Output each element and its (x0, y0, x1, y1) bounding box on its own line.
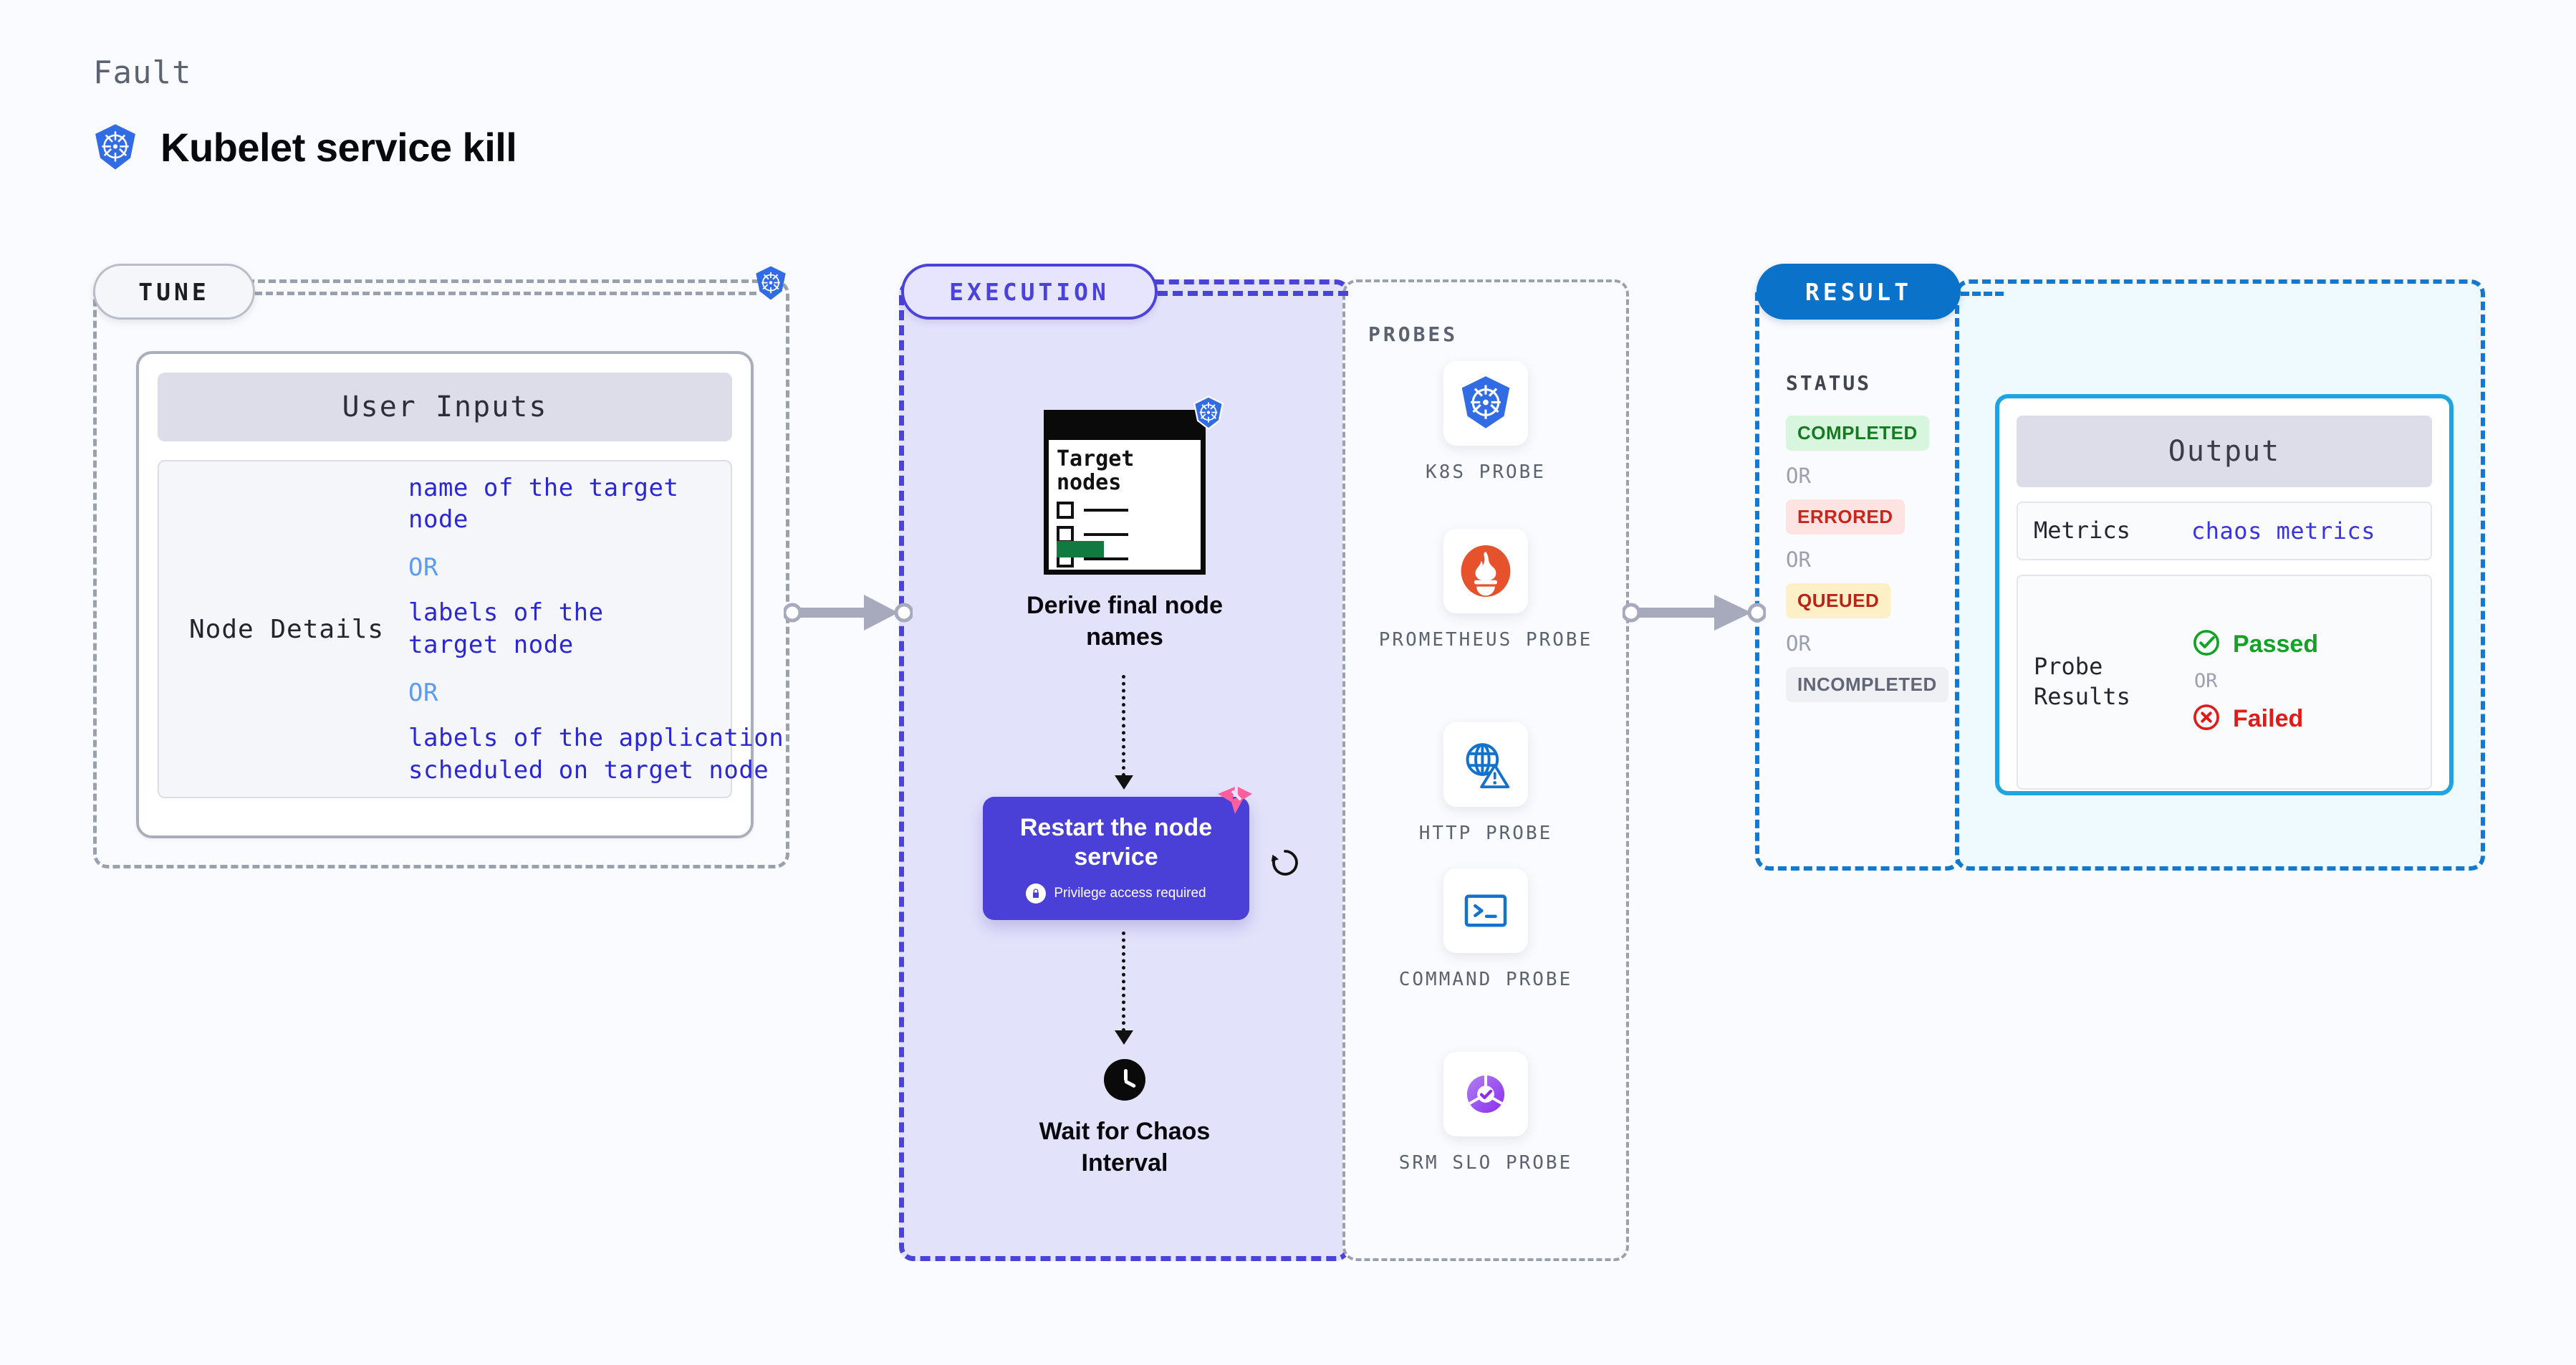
page-title-text: Kubelet service kill (160, 124, 517, 170)
output-card: Output Metrics chaos metrics Probe Resul… (1995, 394, 2454, 795)
probe-label: COMMAND PROBE (1398, 969, 1573, 990)
status-list: COMPLETED OR ERRORED OR QUEUED OR INCOMP… (1786, 416, 1951, 702)
privilege-note: Privilege access required (1026, 883, 1206, 904)
failed-label: Failed (2233, 705, 2304, 733)
flow-connector-2 (1122, 931, 1125, 1032)
metrics-key: Metrics (2034, 517, 2130, 544)
or-label: OR (1786, 547, 1811, 572)
flow-arrowhead-1 (1115, 775, 1133, 790)
harness-chaos-icon (1216, 784, 1255, 823)
probe-command[interactable]: COMMAND PROBE (1342, 868, 1629, 992)
flow-connector-1 (1122, 675, 1125, 777)
connector-execution-result (1621, 590, 1767, 638)
privilege-note-text: Privilege access required (1054, 886, 1206, 901)
value-line: labels of the application (408, 723, 784, 752)
kubernetes-icon (754, 265, 787, 305)
tune-panel (93, 279, 789, 868)
prometheus-icon (1443, 529, 1528, 613)
node-details-key: Node Details (189, 614, 385, 644)
value-line: scheduled on target node (408, 755, 769, 785)
probe-result-passed: Passed (2191, 628, 2318, 661)
result-tag[interactable]: RESULT (1756, 264, 1961, 320)
derive-node-names-caption: Derive final node names (1027, 592, 1223, 651)
restart-node-service-card[interactable]: Restart the node service Privilege acces… (983, 787, 1252, 920)
wait-for-chaos-interval-caption: Wait for Chaos Interval (1039, 1118, 1211, 1177)
srm-slo-icon (1443, 1052, 1528, 1136)
probe-results-values: Passed OR Failed (2191, 628, 2318, 736)
result-status-panel (1755, 279, 1961, 871)
lock-icon (1026, 883, 1047, 904)
fault-kicker: Fault (93, 54, 192, 91)
wait-for-chaos-interval-node[interactable]: Wait for Chaos Interval (899, 1059, 1350, 1179)
probe-prometheus[interactable]: PROMETHEUS PROBE (1342, 529, 1629, 653)
kubernetes-icon (1443, 361, 1528, 446)
globe-warning-icon (1443, 722, 1528, 807)
probe-label: SRM SLO PROBE (1398, 1152, 1573, 1174)
probe-label: PROMETHEUS PROBE (1378, 629, 1593, 651)
probe-label: K8S PROBE (1426, 461, 1546, 483)
tune-leader-line (255, 292, 756, 295)
probe-srm-slo[interactable]: SRM SLO PROBE (1342, 1052, 1629, 1176)
status-badge-errored: ERRORED (1786, 499, 1905, 535)
tune-tag[interactable]: TUNE (93, 264, 255, 320)
kubernetes-icon (93, 123, 138, 171)
status-badge-incompleted: INCOMPLETED (1786, 667, 1948, 702)
probes-title: PROBES (1368, 322, 1458, 346)
probe-k8s[interactable]: K8S PROBE (1342, 361, 1629, 485)
output-title: Output (2017, 416, 2432, 487)
target-nodes-doc-icon: Target nodes (1044, 396, 1224, 575)
passed-label: Passed (2233, 631, 2319, 658)
flow-arrowhead-2 (1115, 1030, 1133, 1045)
or-label: OR (2194, 670, 2218, 693)
status-badge-queued: QUEUED (1786, 583, 1891, 618)
result-leader-line (1961, 292, 2004, 296)
or-label: OR (408, 678, 438, 707)
node-details-values: name of the target node OR labels of the… (408, 472, 784, 787)
clock-icon (1104, 1059, 1145, 1101)
user-inputs-card: User Inputs Node Details name of the tar… (136, 351, 784, 838)
probe-results-key: Probe Results (2034, 653, 2130, 710)
probe-http[interactable]: HTTP PROBE (1342, 722, 1629, 846)
target-nodes-doc-title: Target nodes (1057, 446, 1135, 495)
terminal-icon (1443, 868, 1528, 953)
derive-node-names-node[interactable]: Target nodes Derive (899, 396, 1350, 653)
value-line: target node (408, 631, 574, 659)
metrics-row: Metrics chaos metrics (2017, 502, 2432, 560)
check-circle-icon (2191, 628, 2221, 661)
value-line: node (408, 505, 468, 535)
status-badge-completed: COMPLETED (1786, 416, 1929, 451)
probe-results-row: Probe Results Passed OR (2017, 574, 2432, 790)
kubernetes-icon (1193, 396, 1224, 434)
probe-label: HTTP PROBE (1418, 823, 1553, 844)
execution-tag[interactable]: EXECUTION (901, 264, 1158, 320)
status-title: STATUS (1786, 371, 1872, 395)
value-line: labels of the (408, 598, 604, 628)
restart-node-service-title: Restart the node service (1019, 813, 1213, 871)
or-label: OR (1786, 631, 1811, 656)
value-line: name of the target (408, 473, 679, 502)
or-label: OR (408, 553, 438, 583)
execution-leader-line (1158, 291, 1348, 296)
user-inputs-title: User Inputs (158, 373, 732, 441)
retry-icon[interactable] (1268, 846, 1302, 883)
connector-tune-execution (782, 590, 914, 638)
or-label: OR (1786, 464, 1811, 488)
node-details-row: Node Details name of the target node OR … (158, 460, 784, 798)
metrics-value[interactable]: chaos metrics (2191, 517, 2375, 545)
page-title: Kubelet service kill (93, 123, 517, 171)
probe-result-failed: Failed (2191, 702, 2318, 736)
x-circle-icon (2191, 702, 2221, 736)
